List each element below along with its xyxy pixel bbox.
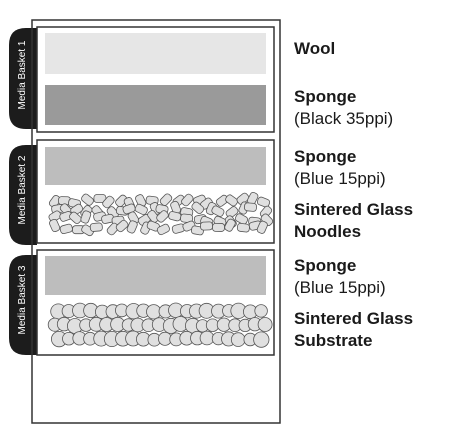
glass-noodle xyxy=(200,221,213,231)
glass-noodle xyxy=(59,223,73,235)
label-wool: Wool xyxy=(294,39,336,58)
glass-noodle xyxy=(80,210,92,224)
glass-noodle xyxy=(180,213,194,224)
glass-noodle xyxy=(159,193,173,206)
glass-ball xyxy=(230,332,246,347)
glass-noodle xyxy=(256,196,271,208)
glass-noodle xyxy=(134,203,148,216)
glass-noodle xyxy=(244,202,257,212)
glass-noodle xyxy=(147,210,160,223)
wool-layer xyxy=(45,33,266,74)
glass-noodle xyxy=(224,218,236,232)
glass-noodle xyxy=(106,222,120,236)
basket-tab-1: Media Basket 1 xyxy=(9,28,37,129)
glass-noodle xyxy=(181,193,194,207)
glass-noodle xyxy=(48,194,61,208)
label-blue-sponge-2: Sponge (Blue 15ppi) xyxy=(294,256,386,297)
glass-noodle xyxy=(211,205,225,217)
glass-noodle xyxy=(191,201,205,214)
glass-noodle xyxy=(225,206,239,219)
glass-noodle xyxy=(115,194,128,208)
label-substrate: Sintered Glass Substrate xyxy=(294,309,414,350)
sintered-glass-noodles xyxy=(48,191,274,237)
basket-tab-3: Media Basket 3 xyxy=(9,255,37,355)
glass-noodle xyxy=(48,210,62,223)
glass-noodle xyxy=(89,222,103,232)
glass-noodle xyxy=(156,210,169,223)
glass-noodle xyxy=(225,194,239,207)
glass-noodle xyxy=(156,223,170,236)
blue-sponge-layer-2 xyxy=(45,256,266,295)
glass-noodle xyxy=(81,193,94,206)
basket-tab-1-label: Media Basket 1 xyxy=(17,40,28,109)
label-black-sponge: Sponge (Black 35ppi) xyxy=(294,87,394,128)
glass-noodle xyxy=(212,222,225,232)
basket-tab-2: Media Basket 2 xyxy=(9,145,37,245)
glass-ball xyxy=(257,317,273,332)
filter-chamber xyxy=(31,19,281,424)
label-blue-sponge-1: Sponge (Blue 15ppi) xyxy=(294,147,386,188)
glass-noodle xyxy=(115,219,129,233)
glass-noodle xyxy=(69,211,82,224)
glass-noodle xyxy=(256,220,268,234)
basket-tab-2-label: Media Basket 2 xyxy=(17,155,28,224)
glass-noodle xyxy=(49,218,61,233)
sintered-glass-substrate xyxy=(47,302,273,348)
blue-sponge-layer-1 xyxy=(45,147,266,185)
label-noodles: Sintered Glass Noodles xyxy=(294,200,414,241)
basket-tab-3-label: Media Basket 3 xyxy=(17,265,28,334)
black-sponge-layer xyxy=(45,85,266,125)
glass-ball xyxy=(254,304,268,318)
glass-noodle xyxy=(102,195,115,209)
glass-noodle xyxy=(234,213,249,225)
glass-noodle xyxy=(236,222,250,233)
glass-ball xyxy=(253,331,270,348)
glass-noodle xyxy=(126,220,138,234)
